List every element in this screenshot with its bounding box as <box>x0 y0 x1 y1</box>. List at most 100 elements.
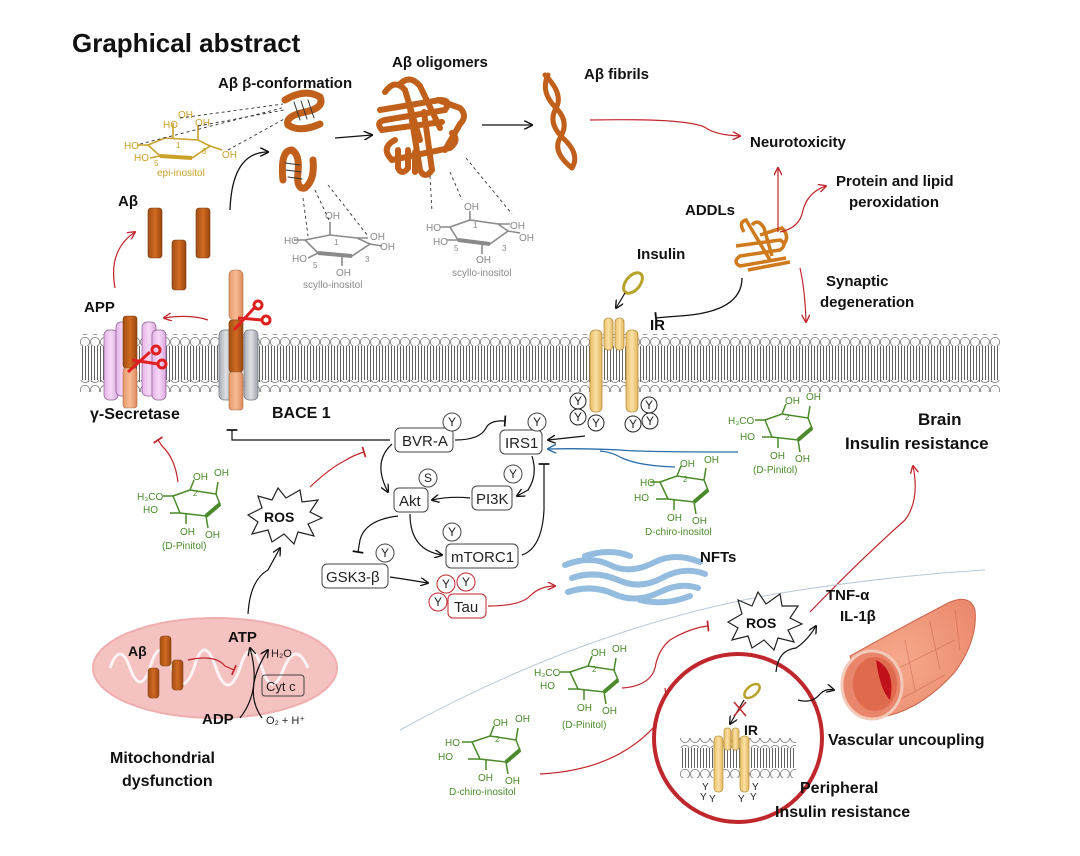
arrow-bace-to-gamma <box>164 316 209 320</box>
inhibit-addls-to-ir <box>654 277 743 324</box>
svg-text:HO: HO <box>284 236 299 247</box>
epi-binding-lines <box>139 103 287 151</box>
arrow-bvra-to-akt <box>380 443 393 492</box>
svg-text:Y: Y <box>750 792 757 803</box>
arrow-app-to-ab <box>112 232 135 289</box>
insulin-receptor-brain <box>589 317 639 413</box>
signaling-edges <box>226 415 586 583</box>
inhibit-ros-to-bvra <box>309 446 367 488</box>
svg-text:OH: OH <box>577 703 592 714</box>
svg-text:ROS: ROS <box>746 615 776 631</box>
svg-text:Y: Y <box>448 525 456 539</box>
svg-text:HO: HO <box>438 752 453 763</box>
svg-text:Y: Y <box>462 575 470 589</box>
ab-label: Aβ <box>118 193 138 210</box>
svg-text:HO: HO <box>640 478 655 489</box>
svg-text:HO: HO <box>134 153 149 164</box>
svg-text:Y: Y <box>700 792 707 803</box>
h2o-label: H₂O <box>271 648 292 660</box>
brain-ir-label-2: Insulin resistance <box>845 434 989 453</box>
svg-text:ROS: ROS <box>264 509 294 525</box>
svg-text:5: 5 <box>154 159 159 168</box>
d-chiro-inositol-structure-right <box>650 465 710 515</box>
arrow-addls-to-synaptic <box>799 267 806 322</box>
d-pinitol-left-name: (D-Pinitol) <box>162 541 206 552</box>
svg-text:OH: OH <box>770 451 785 462</box>
svg-text:Y: Y <box>509 467 517 481</box>
svg-text:OH: OH <box>464 202 479 213</box>
bace1-complex <box>218 269 259 411</box>
inhibit-bvra-to-irs1 <box>454 415 507 441</box>
il1b-label: IL-1β <box>840 608 876 625</box>
cell-membrane-bilayer <box>80 334 1000 392</box>
svg-text:1: 1 <box>176 141 181 150</box>
arrow-akt-to-mtorc1 <box>409 513 442 555</box>
svg-text:OH: OH <box>205 530 220 541</box>
svg-text:Y: Y <box>646 414 654 428</box>
mito-label-2: dysfunction <box>122 773 213 790</box>
ab-fibril-structure <box>542 72 578 171</box>
svg-text:BVR-A: BVR-A <box>402 433 448 450</box>
app-label: APP <box>84 299 115 316</box>
svg-text:Tau: Tau <box>454 599 478 616</box>
y-site: Y <box>569 392 587 410</box>
svg-text:OH: OH <box>222 150 237 161</box>
svg-text:1: 1 <box>473 221 478 230</box>
svg-text:OH: OH <box>193 472 208 483</box>
arrow-peripheral-to-brain-ir <box>809 466 915 613</box>
d-pinitol-structure-left <box>163 479 222 529</box>
svg-text:Akt: Akt <box>399 493 422 510</box>
d-pinitol-lower-name: (D-Pinitol) <box>562 720 606 731</box>
d-pinitol-right-labels: OH OH H₃CO HO OH OH 2 (D-Pinitol) <box>728 392 821 476</box>
insulin-molecule-peripheral <box>743 682 761 700</box>
scissors-icon-gamma <box>126 344 168 374</box>
ab-beta-hairpin-2 <box>278 146 317 192</box>
adp-label: ADP <box>202 711 234 728</box>
d-pinitol-left-labels: OH OH H₃CO HO OH OH 2 (D-Pinitol) <box>137 468 229 552</box>
ir-peripheral-label: IR <box>744 722 758 738</box>
d-pinitol-structure-right <box>755 403 814 453</box>
svg-text:3: 3 <box>202 147 207 156</box>
node-tau: Tau Y Y Y <box>428 572 487 619</box>
arrow-periphery-to-cytokines <box>775 626 816 673</box>
scissors-icon-bace <box>232 299 272 332</box>
svg-text:OH: OH <box>478 773 493 784</box>
ros-burst-left: ROS <box>246 486 324 546</box>
arrow-hairpin-to-oligomer <box>334 135 372 138</box>
arrow-dchiro-to-irs1 <box>599 450 676 468</box>
svg-text:HO: HO <box>143 505 158 516</box>
svg-text:OH: OH <box>505 776 520 787</box>
bace1-label: BACE 1 <box>272 405 331 422</box>
svg-text:mTORC1: mTORC1 <box>451 549 514 566</box>
nfts-label: NFTs <box>700 549 736 566</box>
y-site: Y <box>587 414 605 432</box>
o2-label: O₂ + H⁺ <box>266 715 305 727</box>
ab-oligomers-label: Aβ oligomers <box>392 54 488 71</box>
svg-text:OH: OH <box>785 396 800 407</box>
svg-text:5: 5 <box>454 244 459 253</box>
svg-text:HO: HO <box>426 223 441 234</box>
svg-text:Y: Y <box>752 782 759 793</box>
d-chiro-right-labels: OH OH HO HO OH OH 2 D-chiro-inositol <box>634 455 719 538</box>
scyllo-inositol-1-labels: OH HO HO OH OH OH 1 5 3 scyllo-inositol <box>284 211 395 291</box>
addls-label: ADDLs <box>685 202 735 219</box>
scyllo-inositol-structure-2 <box>440 211 521 254</box>
scyllo-inositol-1-name: scyllo-inositol <box>303 280 362 291</box>
ab-beta-hairpin-1 <box>281 89 325 133</box>
svg-text:HO: HO <box>634 493 649 504</box>
vascular-uncoupling-label: Vascular uncoupling <box>828 732 984 749</box>
arrow-pi3k-to-akt <box>432 497 471 500</box>
protein-lipid-label-1: Protein and lipid <box>836 173 954 190</box>
nfts-tangles <box>562 549 708 606</box>
node-akt: Akt S <box>393 468 438 513</box>
d-pinitol-lower-labels: OH OH H₃CO HO OH OH 2 (D-Pinitol) <box>534 644 627 731</box>
arrow-ir-to-irs1 <box>548 436 586 440</box>
svg-text:Cyt c: Cyt c <box>266 679 296 694</box>
svg-text:H₃CO: H₃CO <box>137 492 164 503</box>
svg-text:OH: OH <box>704 455 719 466</box>
gamma-secretase-label: γ-Secretase <box>90 406 180 423</box>
svg-text:OH: OH <box>515 714 530 725</box>
svg-text:Y: Y <box>702 782 709 793</box>
svg-text:OH: OH <box>370 232 385 243</box>
